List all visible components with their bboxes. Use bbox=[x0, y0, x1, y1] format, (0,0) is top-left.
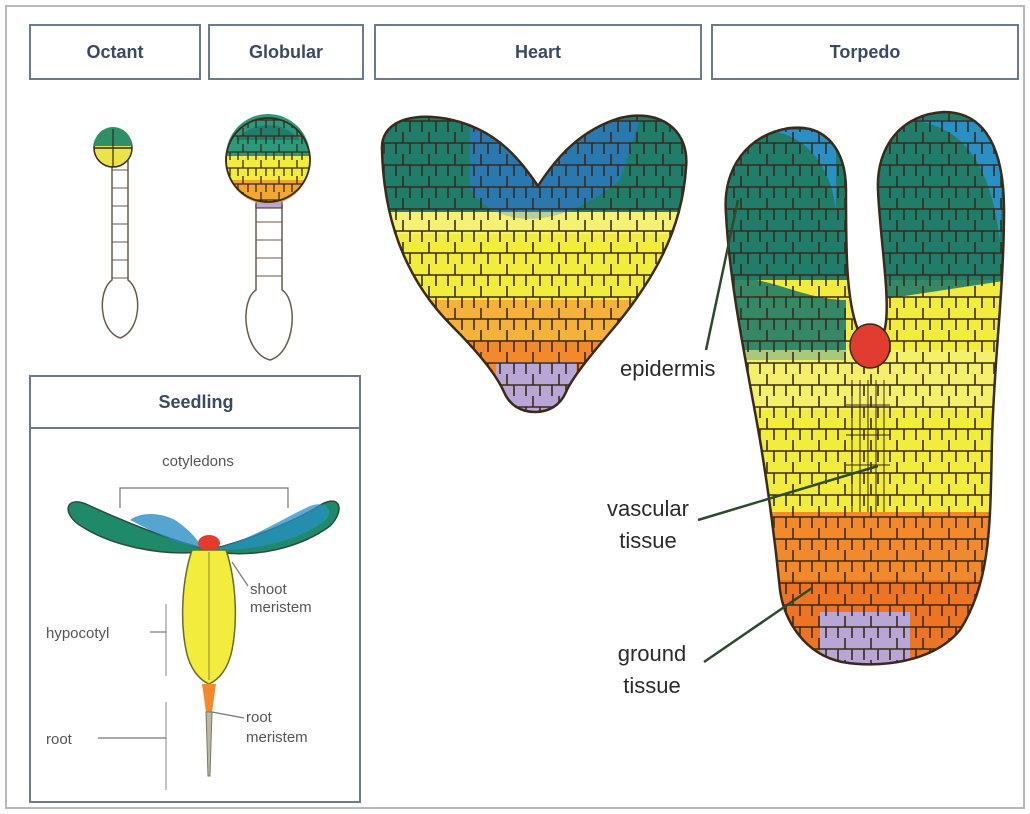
stage-header-heart: Heart bbox=[375, 25, 701, 79]
stage-title-torpedo: Torpedo bbox=[830, 42, 901, 62]
octant-embryo bbox=[94, 127, 138, 338]
stage-title-heart: Heart bbox=[515, 42, 561, 62]
stage-header-globular: Globular bbox=[209, 25, 363, 79]
stage-header-octant: Octant bbox=[30, 25, 200, 79]
vascular-label-line1: vascular bbox=[607, 496, 689, 521]
root-meristem-label-line1: root bbox=[246, 709, 273, 726]
stage-header-torpedo: Torpedo bbox=[712, 25, 1018, 79]
hypocotyl-label: hypocotyl bbox=[46, 625, 109, 642]
stage-title-octant: Octant bbox=[86, 42, 143, 62]
seedling-panel: Seedling cotyledons shoot meristem hypoc… bbox=[30, 376, 360, 802]
ground-label-line1: ground bbox=[618, 641, 687, 666]
epidermis-label: epidermis bbox=[620, 356, 715, 381]
seedling-title: Seedling bbox=[158, 392, 233, 412]
shoot-apical-meristem bbox=[850, 324, 890, 368]
root-label: root bbox=[46, 731, 73, 748]
root-meristem-label-line2: meristem bbox=[246, 729, 308, 746]
torpedo-embryo bbox=[720, 105, 1010, 675]
globular-embryo bbox=[226, 114, 310, 360]
cotyledons-label: cotyledons bbox=[162, 453, 234, 470]
ground-label-line2: tissue bbox=[623, 673, 680, 698]
stage-title-globular: Globular bbox=[249, 42, 323, 62]
shoot-meristem-label-line1: shoot bbox=[250, 581, 288, 598]
vascular-label-line2: tissue bbox=[619, 528, 676, 553]
shoot-meristem-label-line2: meristem bbox=[250, 599, 312, 616]
